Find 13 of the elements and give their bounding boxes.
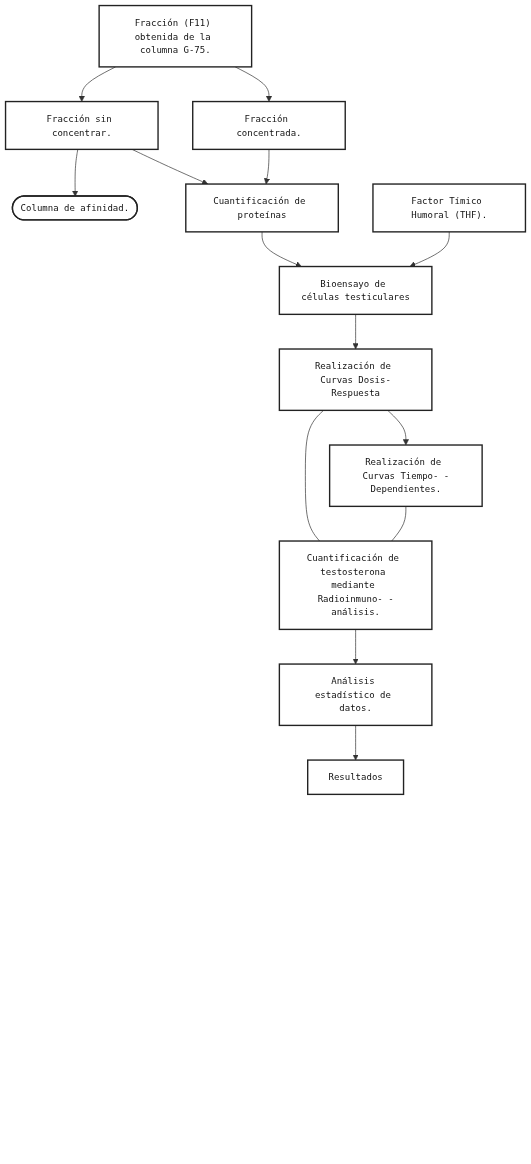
connector bbox=[305, 410, 324, 542]
node-box: Realización de Curvas Dosis-Respuesta bbox=[278, 348, 433, 412]
node-box: Bioensayo de células testiculares bbox=[278, 265, 433, 316]
node-box: Análisis estadístico de datos. bbox=[278, 663, 433, 727]
node-box: Factor Tímico Humoral (THF). bbox=[372, 183, 527, 233]
node-box: Fracción (F11) obtenida de la columna G-75. bbox=[98, 4, 253, 68]
node-box: Cuantificación de proteínas bbox=[185, 183, 339, 233]
node-box: Realización de Curvas Tiempo- -Dependientes. bbox=[328, 444, 483, 508]
node-box: Fracción concentrada. bbox=[192, 100, 346, 151]
connector bbox=[391, 506, 407, 542]
node-box: Resultados bbox=[307, 759, 405, 796]
node-box: Cuantificación de testosterona mediante Radioinmuno- -análisis. bbox=[278, 540, 433, 631]
node-box: Fracción sin concentrar. bbox=[4, 100, 159, 151]
